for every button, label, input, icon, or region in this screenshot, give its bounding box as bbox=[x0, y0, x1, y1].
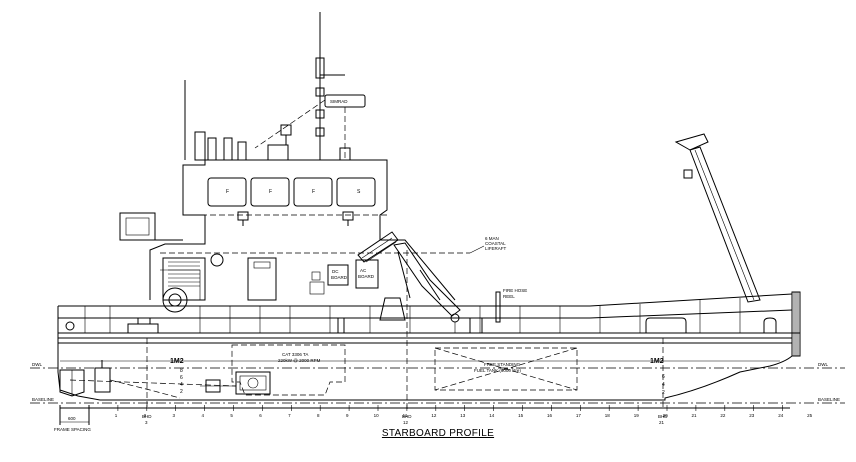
dc-board-line1: DC bbox=[332, 269, 339, 274]
frame-number: 10 bbox=[374, 413, 380, 418]
frame-number: 4 bbox=[201, 413, 204, 418]
bhd21-label-line1: BHD bbox=[658, 414, 668, 419]
deck-crane bbox=[357, 231, 461, 333]
frame-number: 21 bbox=[691, 413, 697, 418]
frame-number: 20 bbox=[663, 413, 669, 418]
window-label-4: S bbox=[357, 189, 361, 195]
fuel-tank: FREE STANDING FUEL TANK (6000 litre) bbox=[434, 347, 578, 391]
frame-number: 12 bbox=[431, 413, 437, 418]
liferaft-line2: COASTAL bbox=[485, 241, 506, 246]
draft-mark-fwd-3: 2 bbox=[662, 390, 665, 396]
frame-number: 24 bbox=[778, 413, 784, 418]
frame-number: 8 bbox=[317, 413, 320, 418]
window-label-3: F bbox=[312, 189, 315, 195]
frame-number: 7 bbox=[288, 413, 291, 418]
engine-room: CAT 3306 TA 220kW @ 2000 RPM bbox=[59, 344, 346, 399]
ac-board-line2: BOARD bbox=[358, 274, 375, 279]
draft-mark-aft-1m2: 1M2 bbox=[170, 358, 184, 365]
fire-hose-line2: REEL bbox=[503, 294, 515, 299]
frame-number: 25 bbox=[807, 413, 813, 418]
frame-number: 16 bbox=[547, 413, 553, 418]
draft-mark-fwd-1: 6 bbox=[662, 374, 665, 380]
draft-mark-aft-1: 8 bbox=[180, 368, 183, 374]
fire-hose-reel: FIRE HOSE REEL bbox=[495, 288, 527, 323]
draft-mark-aft-3: 4 bbox=[180, 382, 183, 388]
frame-number: 2 bbox=[144, 413, 147, 418]
deck-fittings bbox=[65, 317, 777, 334]
frame-number: 23 bbox=[749, 413, 755, 418]
frame-spacing-label: FRAME SPACING bbox=[54, 427, 91, 432]
dwl-label-left: DWL bbox=[32, 362, 42, 367]
rail-stanchions bbox=[84, 298, 741, 333]
window-label-2: F bbox=[269, 189, 272, 195]
wheelhouse-top: SIMRAD bbox=[184, 12, 366, 161]
frame-number: 17 bbox=[576, 413, 582, 418]
electrical-boards: DC BOARD AC BOARD bbox=[309, 259, 379, 295]
drawing-title: STARBOARD PROFILE bbox=[0, 428, 856, 439]
draft-mark-aft-2: 6 bbox=[180, 375, 183, 381]
bhd12-label-line1: BHD bbox=[402, 414, 412, 419]
baseline-label-left: BASELINE bbox=[32, 397, 54, 402]
draft-marks-fwd: 1M2 6 4 2 bbox=[650, 358, 665, 396]
window-label-1: F bbox=[226, 189, 229, 195]
drawing-title-text: STARBOARD PROFILE bbox=[381, 428, 495, 439]
fuel-tank-line2: FUEL TANK (6000 litre) bbox=[474, 368, 521, 373]
ac-board-line1: AC bbox=[360, 268, 367, 273]
frame-number: 9 bbox=[346, 413, 349, 418]
bridge-windows: F F F S bbox=[207, 177, 376, 207]
simrad-label: SIMRAD bbox=[330, 99, 348, 104]
liferaft-line1: 6 MAN bbox=[485, 236, 499, 241]
bhd3-label-line2: 3 bbox=[145, 420, 148, 425]
dwl-label-right: DWL bbox=[818, 362, 828, 367]
liferaft: 6 MAN COASTAL LIFERAFT bbox=[469, 236, 507, 254]
frame-number: 3 bbox=[173, 413, 176, 418]
deck-lights bbox=[237, 211, 354, 226]
engine-label-line1: CAT 3306 TA bbox=[282, 352, 308, 357]
frame-number: 14 bbox=[489, 413, 495, 418]
baseline-label-right: BASELINE bbox=[818, 397, 840, 402]
frame-number: 19 bbox=[634, 413, 640, 418]
draft-mark-fwd-1m2: 1M2 bbox=[650, 358, 664, 365]
frame-number: 15 bbox=[518, 413, 524, 418]
liferaft-line3: LIFERAFT bbox=[485, 246, 507, 251]
fuel-tank-line1: FREE STANDING bbox=[484, 362, 521, 367]
frame-number: 5 bbox=[230, 413, 233, 418]
bulkheads bbox=[146, 250, 664, 410]
bhd12-label-line2: 12 bbox=[403, 420, 409, 425]
draft-marks-aft: 1M2 8 6 4 2 bbox=[170, 358, 184, 395]
dc-board-line2: BOARD bbox=[331, 275, 348, 280]
engine-label-line2: 220kW @ 2000 RPM bbox=[278, 358, 321, 363]
frame-number: 18 bbox=[605, 413, 611, 418]
frame-number: 6 bbox=[259, 413, 262, 418]
draft-mark-fwd-2: 4 bbox=[662, 382, 665, 388]
bhd3-label-line1: BHD bbox=[142, 414, 152, 419]
frame-number: 1 bbox=[115, 413, 118, 418]
frame-number: 11 bbox=[403, 413, 408, 418]
frame-spacing-value: 600 bbox=[68, 416, 76, 421]
frame-number: 22 bbox=[720, 413, 726, 418]
bhd21-label-line2: 21 bbox=[659, 420, 665, 425]
fire-hose-line1: FIRE HOSE bbox=[503, 288, 527, 293]
draft-mark-aft-4: 2 bbox=[180, 389, 183, 395]
bow-boom bbox=[674, 133, 761, 303]
frame-number: 13 bbox=[460, 413, 466, 418]
deckhouse bbox=[119, 159, 470, 313]
